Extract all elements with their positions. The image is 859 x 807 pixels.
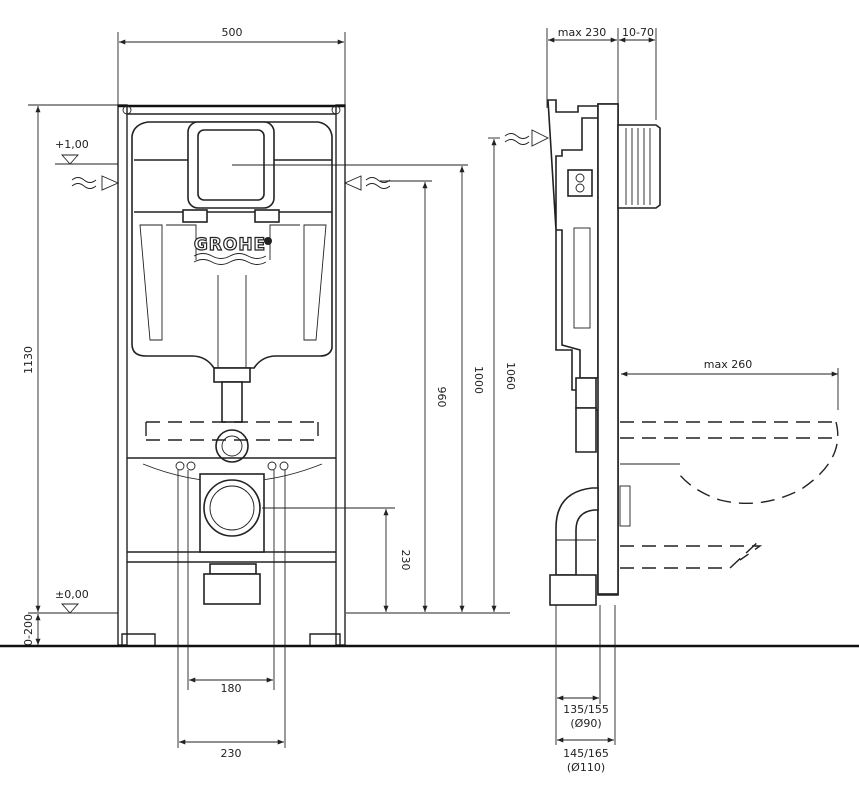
side-water-inlet-waves <box>504 133 530 145</box>
support-clip-left <box>182 209 208 223</box>
dim-adjust-0-200: 0-200 <box>22 614 35 646</box>
dim-pipe-d110: (Ø110) <box>567 761 605 774</box>
frame-post-left <box>117 104 128 646</box>
dim-bottom-180: 180 <box>221 682 242 695</box>
dim-actuator-1000: 1000 <box>472 366 485 394</box>
frame-foot-right <box>309 633 341 645</box>
water-inlet-right-waves <box>365 177 391 189</box>
dim-max-230: max 230 <box>558 26 606 39</box>
dim-pipe-d90: (Ø90) <box>570 717 601 730</box>
dim-wall-10-70: 10-70 <box>622 26 654 39</box>
side-waste-connector <box>549 574 597 606</box>
grohe-logo: GROHE <box>194 235 266 255</box>
level-upper-label: +1,00 <box>55 138 89 151</box>
level-zero-label: ±0,00 <box>55 588 89 601</box>
frame-foot-left <box>121 633 156 645</box>
side-flush-pipe <box>575 407 597 453</box>
water-inlet-left-arrow <box>101 175 120 191</box>
water-inlet-right-arrow <box>343 175 362 191</box>
support-clip-right <box>254 209 280 223</box>
side-view: max 230 10-70 max 260 <box>504 26 839 774</box>
waste-outlet-outer <box>203 479 261 537</box>
water-inlet-left-waves <box>71 177 97 189</box>
flush-pipe-collar <box>213 367 251 383</box>
front-view: 500 1130 0-200 +1,00 ±0,00 <box>0 26 859 760</box>
frame-post-right <box>335 104 346 646</box>
cistern-body <box>131 121 333 369</box>
dim-top-1060: 1060 <box>504 362 517 390</box>
side-frame-post <box>597 103 619 595</box>
side-waste-bend <box>555 487 599 576</box>
grohe-logo-waves <box>193 253 267 265</box>
side-bowl-curve <box>675 421 839 504</box>
side-actuator-plate <box>617 124 661 209</box>
dim-bottom-230: 230 <box>221 747 242 760</box>
level-zero-marker <box>60 603 80 614</box>
dim-inlet-960: 960 <box>435 387 448 408</box>
dim-pipe-145-165: 145/165 <box>563 747 609 760</box>
grohe-logo-dot <box>264 237 272 245</box>
bowl-outline-dashed <box>146 421 318 441</box>
dim-max-260: max 260 <box>704 358 752 371</box>
flush-outlet-outer <box>215 429 249 463</box>
dim-waste-230: 230 <box>399 550 412 571</box>
side-water-inlet-arrow <box>531 129 550 147</box>
side-bowl-dashed <box>620 421 836 439</box>
dim-height-1130: 1130 <box>22 346 35 374</box>
level-upper-marker <box>60 154 80 165</box>
waste-pipe-connector <box>203 573 261 605</box>
flush-pipe <box>221 381 243 423</box>
dim-pipe-135-155: 135/155 <box>563 703 609 716</box>
dim-width-500: 500 <box>222 26 243 39</box>
